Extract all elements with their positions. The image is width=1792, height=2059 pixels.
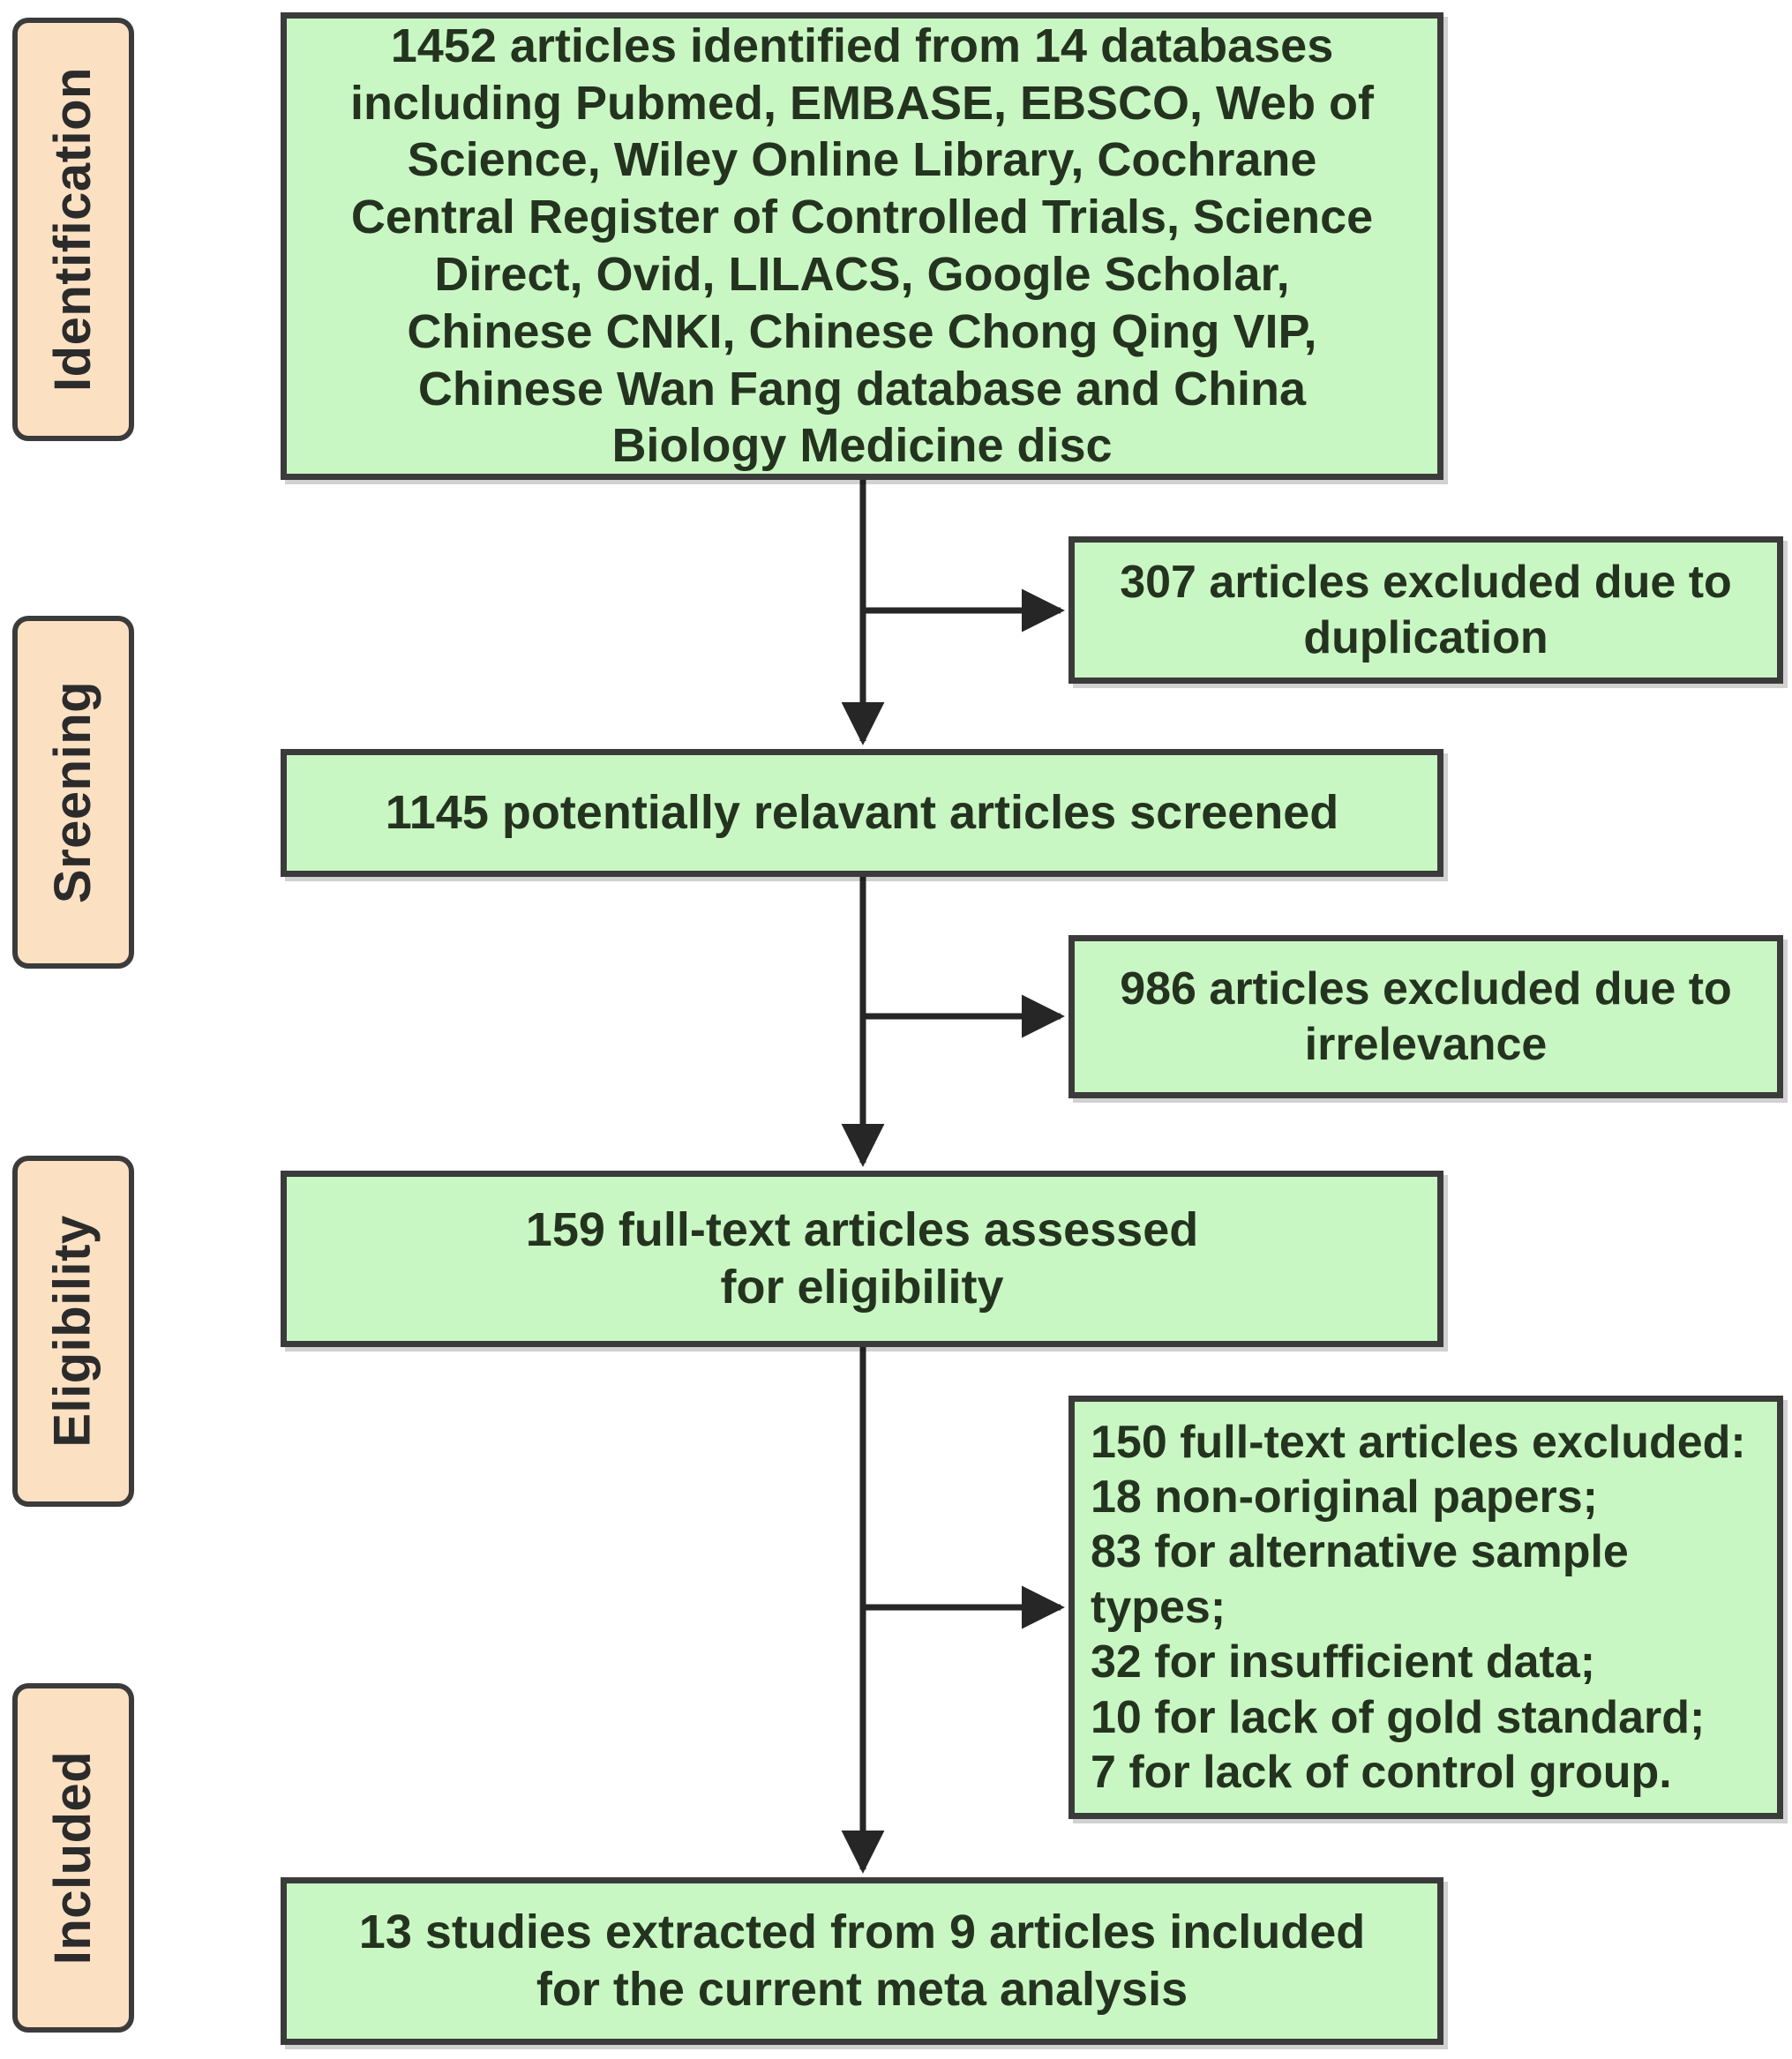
- exclusion-box-fulltext-text: 150 full-text articles excluded: 18 non-…: [1091, 1416, 1746, 1798]
- stage-label-screening: Sreening: [12, 616, 134, 969]
- stage-label-eligibility: Eligibility: [12, 1156, 134, 1507]
- flow-box-fulltext-assessed-text: 159 full-text articles assessed for elig…: [525, 1203, 1199, 1314]
- flow-box-identified: 1452 articles identified from 14 databas…: [281, 12, 1443, 480]
- flow-box-included-studies: 13 studies extracted from 9 articles inc…: [281, 1877, 1443, 2045]
- flow-box-screened-text: 1145 potentially relavant articles scree…: [385, 786, 1339, 840]
- exclusion-box-irrelevance-text: 986 articles excluded due to irrelevance: [1120, 963, 1732, 1070]
- stage-label-identification-text: Identification: [44, 67, 102, 392]
- stage-label-identification: Identification: [12, 18, 134, 441]
- stage-label-included: Included: [12, 1683, 134, 2033]
- flow-box-identified-text: 1452 articles identified from 14 databas…: [349, 19, 1375, 473]
- flow-box-fulltext-assessed: 159 full-text articles assessed for elig…: [281, 1171, 1443, 1347]
- flow-box-included-studies-text: 13 studies extracted from 9 articles inc…: [358, 1906, 1366, 2016]
- exclusion-box-fulltext: 150 full-text articles excluded: 18 non-…: [1068, 1396, 1783, 1819]
- stage-label-screening-text: Sreening: [44, 680, 102, 904]
- stage-label-included-text: Included: [44, 1750, 101, 1965]
- exclusion-box-duplication-text: 307 articles excluded due to duplication: [1120, 557, 1732, 663]
- stage-label-eligibility-text: Eligibility: [44, 1215, 101, 1448]
- exclusion-box-irrelevance: 986 articles excluded due to irrelevance: [1068, 935, 1783, 1098]
- flow-box-screened: 1145 potentially relavant articles scree…: [281, 749, 1443, 877]
- exclusion-box-duplication: 307 articles excluded due to duplication: [1068, 536, 1783, 684]
